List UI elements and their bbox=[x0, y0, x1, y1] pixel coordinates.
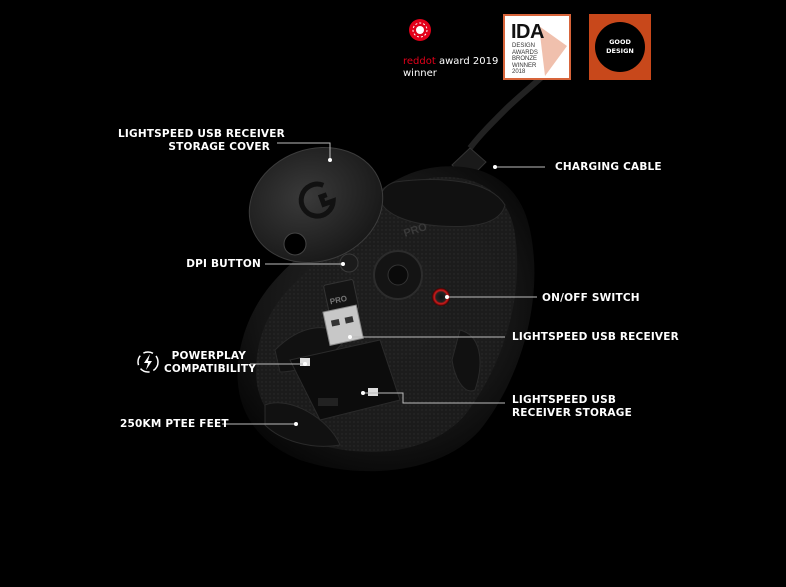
label-usb-receiver: LIGHTSPEED USB RECEIVER bbox=[512, 331, 679, 343]
dpi-button bbox=[339, 253, 359, 273]
logitech-g-logo bbox=[298, 181, 336, 219]
label-powerplay-line2: COMPATIBILITY bbox=[164, 363, 257, 375]
storage-clip bbox=[318, 398, 338, 406]
storage-cover bbox=[248, 146, 384, 264]
optical-sensor bbox=[387, 264, 409, 286]
ida-line: DESIGN bbox=[512, 43, 536, 49]
callout-dots bbox=[294, 158, 497, 426]
mouse-foot-bottom bbox=[264, 402, 341, 447]
red-dot-award-year: award 2019 bbox=[435, 56, 499, 67]
ida-decoration bbox=[539, 26, 567, 76]
receiver-pro-logo: PRO bbox=[329, 294, 348, 306]
onoff-switch bbox=[432, 288, 450, 306]
ida-title: IDA bbox=[511, 21, 544, 43]
ida-line: WINNER bbox=[512, 62, 537, 69]
label-ptfe-feet: 250KM PTEE FEET bbox=[120, 418, 229, 430]
good-design-line2: DESIGN bbox=[606, 47, 634, 55]
label-powerplay: POWERPLAY COMPATIBILITY bbox=[164, 350, 257, 376]
usb-receiver: PRO bbox=[322, 279, 364, 346]
good-design-line1: GOOD bbox=[609, 38, 631, 46]
label-onoff-switch: ON/OFF SWITCH bbox=[542, 292, 640, 304]
label-storage-cover-line1: LIGHTSPEED USB RECEIVER bbox=[118, 128, 285, 140]
ida-line: 2018 bbox=[512, 69, 526, 75]
red-dot-icon bbox=[409, 19, 431, 41]
label-storage-cover-line2: STORAGE COVER bbox=[168, 141, 270, 153]
red-dot-award-badge: reddot award 2019 winner bbox=[403, 14, 503, 84]
good-design-badge: GOOD DESIGN bbox=[589, 14, 651, 80]
ida-line: BRONZE bbox=[512, 56, 538, 62]
red-dot-winner: winner bbox=[403, 68, 437, 79]
ida-lines: DESIGN AWARDS BRONZE WINNER 2018 bbox=[512, 43, 538, 76]
label-receiver-storage-line1: LIGHTSPEED USB bbox=[512, 394, 617, 406]
mouse-foot-right bbox=[451, 329, 481, 392]
callout-lines bbox=[222, 142, 545, 425]
cover-hole bbox=[283, 232, 307, 256]
label-receiver-storage-line2: RECEIVER STORAGE bbox=[512, 407, 632, 419]
label-dpi-button: DPI BUTTON bbox=[186, 258, 261, 270]
ida-award-badge: IDA DESIGN AWARDS BRONZE WINNER 2018 bbox=[503, 14, 571, 80]
powerplay-icon bbox=[137, 351, 159, 373]
label-storage-cover: LIGHTSPEED USB RECEIVER STORAGE COVER bbox=[118, 128, 285, 154]
receiver-storage-cavity bbox=[289, 339, 401, 421]
label-charging-cable: CHARGING CABLE bbox=[555, 161, 662, 173]
label-receiver-storage: LIGHTSPEED USB RECEIVER STORAGE bbox=[512, 394, 632, 420]
label-powerplay-line1: POWERPLAY bbox=[171, 350, 246, 362]
good-design-circle: GOOD DESIGN bbox=[595, 22, 645, 72]
red-dot-brand: reddot bbox=[403, 56, 436, 67]
red-dot-text: reddot award 2019 winner bbox=[403, 56, 498, 80]
ida-line: AWARDS bbox=[512, 49, 538, 56]
storage-contact-2 bbox=[368, 388, 378, 396]
